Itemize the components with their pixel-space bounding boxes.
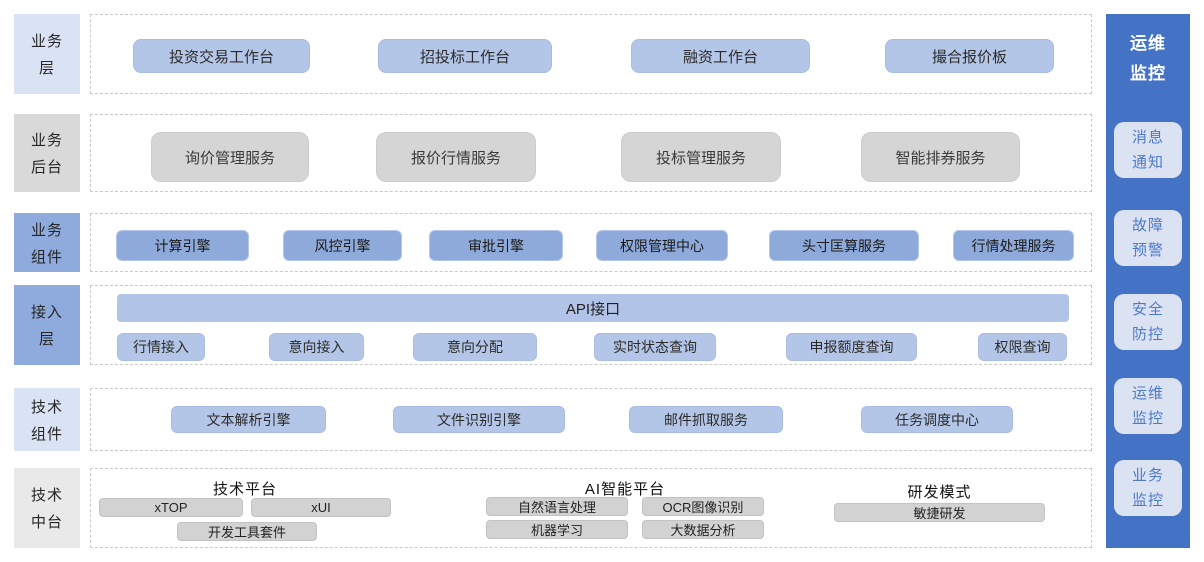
sidebar-item-line: 业务 xyxy=(1131,466,1164,484)
layer-label-business-layer: 业务 层 xyxy=(14,14,80,94)
row-access-layer: API接口 行情接入 意向接入 意向分配 实时状态查询 申报额度查询 权限查询 xyxy=(90,285,1092,365)
node-permission-management-center: 权限管理中心 xyxy=(596,230,728,261)
layer-label-line: 层 xyxy=(38,331,55,348)
sidebar-title: 运维 监控 xyxy=(1106,30,1190,88)
node-quote-market-service: 报价行情服务 xyxy=(376,132,536,182)
group-title-ai-platform: AI智能平台 xyxy=(584,481,666,498)
group-title-tech-platform: 技术平台 xyxy=(212,481,277,498)
node-text-parsing-engine: 文本解析引擎 xyxy=(171,406,326,433)
node-declaration-quota-query: 申报额度查询 xyxy=(786,333,917,361)
node-email-fetching-service: 邮件抓取服务 xyxy=(629,406,783,433)
node-realtime-status-query: 实时状态查询 xyxy=(594,333,716,361)
sidebar-item-business-monitoring: 业务 监控 xyxy=(1114,460,1182,516)
node-machine-learning: 机器学习 xyxy=(486,520,628,539)
sidebar-title-line: 监控 xyxy=(1130,64,1166,83)
node-file-recognition-engine: 文件识别引擎 xyxy=(393,406,565,433)
sidebar-item-line: 安全 xyxy=(1131,300,1164,318)
sidebar-item-line: 监控 xyxy=(1131,409,1164,427)
sidebar-item-fault-warning: 故障 预警 xyxy=(1114,210,1182,266)
node-matching-quote-board: 撮合报价板 xyxy=(885,39,1054,73)
group-title-rd-mode: 研发模式 xyxy=(907,484,972,501)
node-dev-toolkit: 开发工具套件 xyxy=(177,522,317,541)
sidebar-item-line: 消息 xyxy=(1131,128,1164,146)
sidebar-item-line: 故障 xyxy=(1131,216,1164,234)
layer-label-line: 技术 xyxy=(30,487,63,504)
layer-label-line: 业务 xyxy=(30,33,63,50)
node-nlp: 自然语言处理 xyxy=(486,497,628,516)
node-intention-allocation: 意向分配 xyxy=(413,333,537,361)
node-risk-control-engine: 风控引擎 xyxy=(283,230,402,261)
node-smart-bond-sorting-service: 智能排券服务 xyxy=(861,132,1020,182)
sidebar-title-line: 运维 xyxy=(1130,34,1166,53)
layer-label-line: 业务 xyxy=(30,132,63,149)
node-financing-workbench: 融资工作台 xyxy=(631,39,810,73)
node-xui: xUI xyxy=(251,498,391,517)
layer-label-line: 中台 xyxy=(30,514,63,531)
node-agile-rd: 敏捷研发 xyxy=(834,503,1045,522)
layer-label-line: 组件 xyxy=(30,425,63,443)
sidebar-item-line: 预警 xyxy=(1131,241,1164,259)
sidebar-ops-monitoring: 运维 监控 消息 通知 故障 预警 安全 防控 运维 监控 业务 监控 xyxy=(1106,14,1190,548)
sidebar-item-line: 防控 xyxy=(1131,325,1164,343)
row-tech-components: 文本解析引擎 文件识别引擎 邮件抓取服务 任务调度中心 xyxy=(90,388,1092,451)
row-business-components: 计算引擎 风控引擎 审批引擎 权限管理中心 头寸匡算服务 行情处理服务 xyxy=(90,213,1092,272)
sidebar-item-line: 运维 xyxy=(1131,384,1164,402)
row-business-backend: 询价管理服务 报价行情服务 投标管理服务 智能排券服务 xyxy=(90,114,1092,192)
layer-label-business-components: 业务 组件 xyxy=(14,213,80,272)
layer-label-line: 组件 xyxy=(30,248,63,266)
layer-label-line: 业务 xyxy=(30,221,63,239)
layer-label-line: 接入 xyxy=(30,304,63,321)
layer-label-line: 技术 xyxy=(30,398,63,416)
sidebar-item-line: 通知 xyxy=(1131,153,1164,171)
node-market-data-processing-service: 行情处理服务 xyxy=(953,230,1074,261)
layer-label-tech-components: 技术 组件 xyxy=(14,388,80,451)
node-investment-trading-workbench: 投资交易工作台 xyxy=(133,39,310,73)
node-xtop: xTOP xyxy=(99,498,243,517)
node-big-data-analysis: 大数据分析 xyxy=(642,520,764,539)
node-position-estimation-service: 头寸匡算服务 xyxy=(769,230,919,261)
sidebar-item-ops-monitoring: 运维 监控 xyxy=(1114,378,1182,434)
layer-label-line: 后台 xyxy=(30,159,63,176)
layer-label-business-backend: 业务 后台 xyxy=(14,114,80,192)
layer-label-line: 层 xyxy=(38,60,55,77)
node-permission-query: 权限查询 xyxy=(978,333,1067,361)
sidebar-item-line: 监控 xyxy=(1131,491,1164,509)
sidebar-item-message-notification: 消息 通知 xyxy=(1114,122,1182,178)
node-computing-engine: 计算引擎 xyxy=(116,230,249,261)
node-task-scheduling-center: 任务调度中心 xyxy=(861,406,1013,433)
node-bidding-workbench: 招投标工作台 xyxy=(378,39,552,73)
row-business-layer: 投资交易工作台 招投标工作台 融资工作台 撮合报价板 xyxy=(90,14,1092,94)
node-market-access: 行情接入 xyxy=(117,333,205,361)
node-api-interface: API接口 xyxy=(117,294,1069,322)
node-intention-access: 意向接入 xyxy=(269,333,364,361)
sidebar-item-security-control: 安全 防控 xyxy=(1114,294,1182,350)
node-approval-engine: 审批引擎 xyxy=(429,230,563,261)
row-tech-middle-platform: 技术平台 xTOP xUI 开发工具套件 AI智能平台 自然语言处理 OCR图像… xyxy=(90,468,1092,548)
node-ocr-recognition: OCR图像识别 xyxy=(642,497,764,516)
node-inquiry-management-service: 询价管理服务 xyxy=(151,132,309,182)
node-bid-management-service: 投标管理服务 xyxy=(621,132,781,182)
layer-label-access-layer: 接入 层 xyxy=(14,285,80,365)
layer-label-tech-middle-platform: 技术 中台 xyxy=(14,468,80,548)
